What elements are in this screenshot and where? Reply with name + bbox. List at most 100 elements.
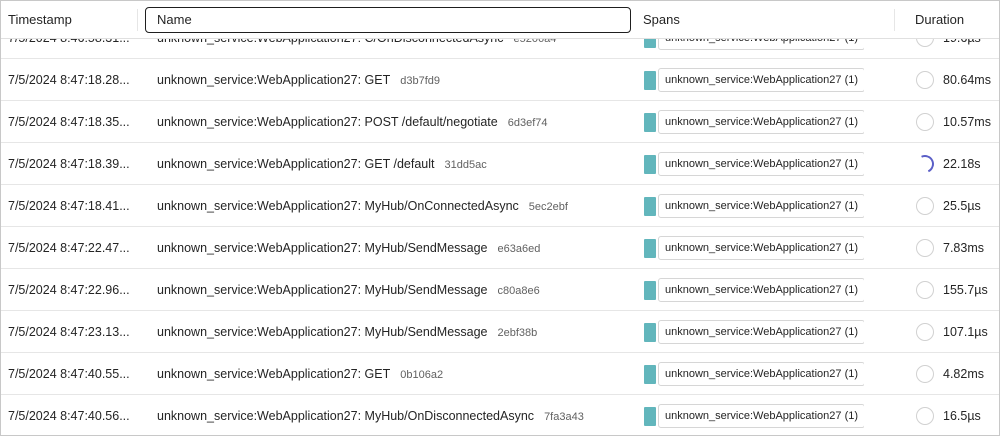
spans-cell: unknown_service:WebApplication27 (1) <box>644 353 864 395</box>
duration-value: 25.5µs <box>943 199 981 213</box>
span-color-bar <box>644 71 656 90</box>
trace-name[interactable]: unknown_service:WebApplication27: MyHub/… <box>157 283 488 297</box>
span-service-badge[interactable]: unknown_service:WebApplication27 (1) <box>658 404 864 428</box>
trace-name[interactable]: unknown_service:WebApplication27: POST /… <box>157 115 498 129</box>
timestamp-cell: 7/5/2024 8:47:18.28... <box>8 73 130 87</box>
spans-cell: unknown_service:WebApplication27 (1) <box>644 395 864 435</box>
table-row[interactable]: 7/5/2024 8:47:40.55... unknown_service:We… <box>1 353 999 395</box>
span-service-badge[interactable]: unknown_service:WebApplication27 (1) <box>658 362 864 386</box>
table-row[interactable]: 7/5/2024 8:47:23.13... unknown_service:We… <box>1 311 999 353</box>
column-header-timestamp[interactable]: Timestamp <box>8 12 72 27</box>
trace-name[interactable]: unknown_service:WebApplication27: MyHub/… <box>157 409 535 423</box>
name-cell[interactable]: unknown_service:WebApplication27: GET 0b1… <box>157 353 635 395</box>
duration-cell: 4.82ms <box>915 353 999 395</box>
duration-cell: 25.5µs <box>915 185 999 227</box>
name-cell[interactable]: unknown_service:WebApplication27: MyHub/… <box>157 269 635 311</box>
spans-cell: unknown_service:WebApplication27 (1) <box>644 101 864 143</box>
duration-cell: 10.57ms <box>915 101 999 143</box>
column-divider[interactable] <box>894 9 895 31</box>
span-color-bar <box>644 407 656 426</box>
trace-id: c80a8e6 <box>497 285 540 297</box>
empty-ring-icon <box>916 197 934 215</box>
timestamp-cell: 7/5/2024 8:47:40.56... <box>8 409 130 423</box>
table-header: Timestamp Name Spans Duration <box>1 1 999 39</box>
name-cell[interactable]: unknown_service:WebApplication27: MyHub/… <box>157 185 635 227</box>
trace-id: 31dd5ac <box>444 159 487 171</box>
span-color-bar <box>644 113 656 132</box>
trace-name[interactable]: unknown_service:WebApplication27: MyHub/… <box>157 241 488 255</box>
span-service-badge[interactable]: unknown_service:WebApplication27 (1) <box>658 68 864 92</box>
trace-id: 5ec2ebf <box>528 201 568 213</box>
timestamp-cell: 7/5/2024 8:47:18.39... <box>8 157 130 171</box>
span-color-bar <box>644 155 656 174</box>
trace-id: 2ebf38b <box>497 327 538 339</box>
span-color-bar <box>644 365 656 384</box>
column-header-name[interactable]: Name <box>145 7 631 33</box>
table-row[interactable]: 7/5/2024 8:47:18.41... unknown_service:We… <box>1 185 999 227</box>
empty-ring-icon <box>916 407 934 425</box>
timestamp-cell: 7/5/2024 8:47:22.47... <box>8 241 130 255</box>
spans-cell: unknown_service:WebApplication27 (1) <box>644 227 864 269</box>
span-color-bar <box>644 197 656 216</box>
duration-cell: 107.1µs <box>915 311 999 353</box>
table-row[interactable]: 7/5/2024 8:47:22.47... unknown_service:We… <box>1 227 999 269</box>
empty-ring-icon <box>916 113 934 131</box>
duration-value: 155.7µs <box>943 283 988 297</box>
timestamp-cell: 7/5/2024 8:47:23.13... <box>8 325 130 339</box>
timestamp-cell: 7/5/2024 8:47:18.41... <box>8 199 130 213</box>
table-row[interactable]: 7/5/2024 8:47:18.28... unknown_service:We… <box>1 59 999 101</box>
table-row[interactable]: 7/5/2024 8:47:40.56... unknown_service:We… <box>1 395 999 435</box>
duration-cell: 155.7µs <box>915 269 999 311</box>
column-header-spans[interactable]: Spans <box>643 12 680 27</box>
duration-value: 4.82ms <box>943 367 984 381</box>
duration-value: 16.5µs <box>943 409 981 423</box>
trace-name[interactable]: unknown_service:WebApplication27: GET /d… <box>157 157 435 171</box>
name-cell[interactable]: unknown_service:WebApplication27: GET /d… <box>157 143 635 185</box>
timestamp-cell: 7/5/2024 8:47:22.96... <box>8 283 130 297</box>
span-service-badge[interactable]: unknown_service:WebApplication27 (1) <box>658 320 864 344</box>
name-cell[interactable]: unknown_service:WebApplication27: MyHub/… <box>157 395 635 435</box>
spinner-icon <box>915 152 937 176</box>
span-service-badge[interactable]: unknown_service:WebApplication27 (1) <box>658 194 864 218</box>
duration-cell: 80.64ms <box>915 59 999 101</box>
name-cell[interactable]: unknown_service:WebApplication27: MyHub/… <box>157 227 635 269</box>
trace-name[interactable]: unknown_service:WebApplication27: MyHub/… <box>157 325 488 339</box>
span-color-bar <box>644 239 656 258</box>
trace-id: e63a6ed <box>497 243 541 255</box>
duration-value: 10.57ms <box>943 115 991 129</box>
duration-cell: 22.18s <box>915 143 999 185</box>
spans-cell: unknown_service:WebApplication27 (1) <box>644 185 864 227</box>
span-service-badge[interactable]: unknown_service:WebApplication27 (1) <box>658 236 864 260</box>
trace-name[interactable]: unknown_service:WebApplication27: GET <box>157 73 391 87</box>
duration-value: 80.64ms <box>943 73 991 87</box>
table-row[interactable]: 7/5/2024 8:47:22.96... unknown_service:We… <box>1 269 999 311</box>
span-color-bar <box>644 323 656 342</box>
spans-cell: unknown_service:WebApplication27 (1) <box>644 143 864 185</box>
span-service-badge[interactable]: unknown_service:WebApplication27 (1) <box>658 278 864 302</box>
empty-ring-icon <box>916 323 934 341</box>
duration-value: 107.1µs <box>943 325 988 339</box>
column-divider[interactable] <box>137 9 138 31</box>
span-service-badge[interactable]: unknown_service:WebApplication27 (1) <box>658 152 864 176</box>
column-header-duration[interactable]: Duration <box>915 12 965 27</box>
timestamp-cell: 7/5/2024 8:47:40.55... <box>8 367 130 381</box>
empty-ring-icon <box>916 281 934 299</box>
trace-name[interactable]: unknown_service:WebApplication27: MyHub/… <box>157 199 519 213</box>
duration-value: 7.83ms <box>943 241 984 255</box>
span-service-badge[interactable]: unknown_service:WebApplication27 (1) <box>658 110 864 134</box>
table-row[interactable]: 7/5/2024 8:47:18.39... unknown_service:We… <box>1 143 999 185</box>
trace-name[interactable]: unknown_service:WebApplication27: GET <box>157 367 391 381</box>
table-row[interactable]: 7/5/2024 8:47:18.35... unknown_service:We… <box>1 101 999 143</box>
name-cell[interactable]: unknown_service:WebApplication27: MyHub/… <box>157 311 635 353</box>
name-cell[interactable]: unknown_service:WebApplication27: POST /… <box>157 101 635 143</box>
timestamp-cell: 7/5/2024 8:47:18.35... <box>8 115 130 129</box>
duration-cell: 7.83ms <box>915 227 999 269</box>
trace-id: 0b106a2 <box>400 369 444 381</box>
empty-ring-icon <box>916 365 934 383</box>
empty-ring-icon <box>916 71 934 89</box>
spans-cell: unknown_service:WebApplication27 (1) <box>644 269 864 311</box>
span-color-bar <box>644 281 656 300</box>
